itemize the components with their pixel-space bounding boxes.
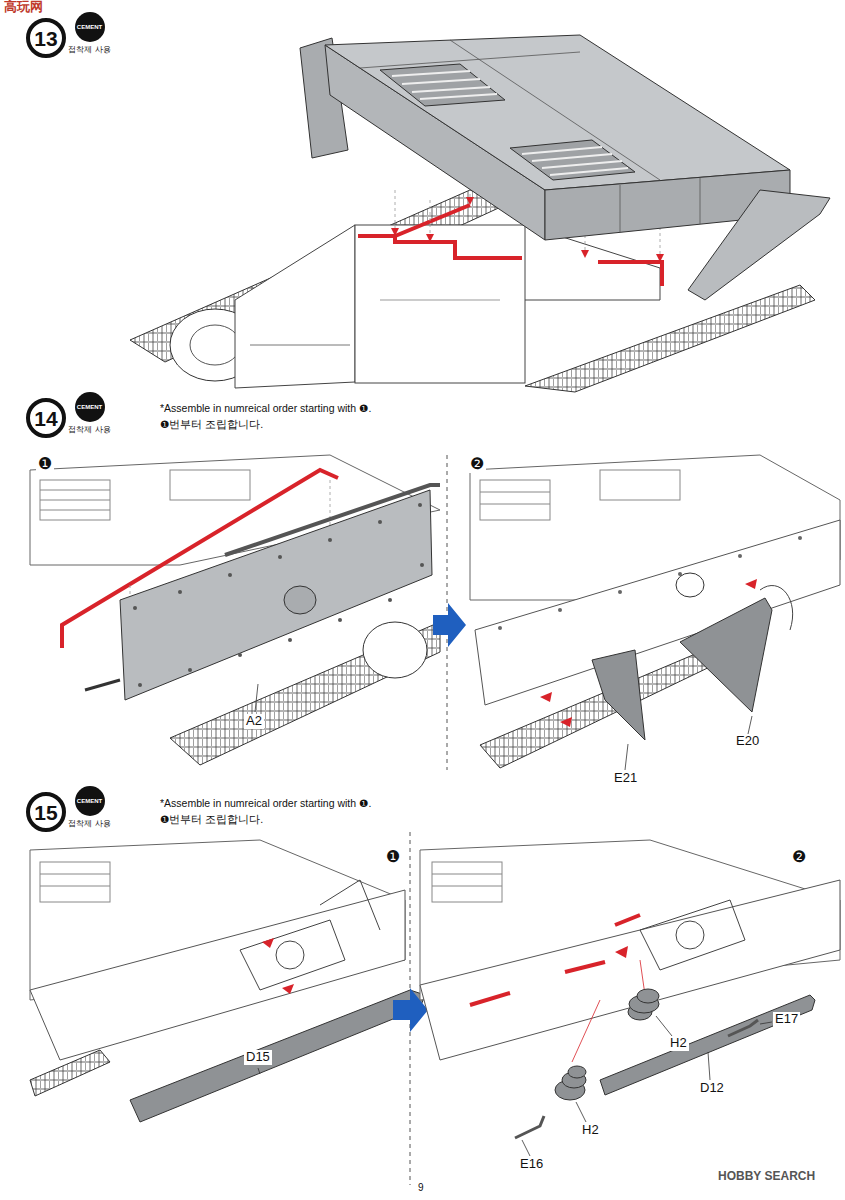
note: ❶번부터 조립합니다.	[160, 418, 263, 430]
part-number: E16	[518, 1157, 545, 1172]
step-number: 14	[26, 398, 66, 438]
step-number: 13	[26, 18, 66, 58]
part-number: D15	[244, 1050, 272, 1065]
note: *Assemble in numreical order starting wi…	[160, 797, 371, 809]
step13-illustration	[130, 35, 830, 392]
step15-illustration	[30, 832, 840, 1185]
part-number: H2	[580, 1123, 601, 1138]
substep-number: ❶	[384, 848, 402, 866]
part-number: H2	[668, 1036, 689, 1051]
substep-number: ❶	[36, 455, 54, 473]
note: *Assemble in numreical order starting wi…	[160, 402, 371, 414]
cement-note: 접착제 사용	[68, 818, 110, 829]
cement-badge: CEMENT 접착제 사용	[66, 392, 113, 435]
cement-label: CEMENT	[75, 12, 105, 42]
substep-number: ❷	[790, 848, 808, 866]
note: ❶번부터 조립합니다.	[160, 813, 263, 825]
step-number-text: 14	[34, 408, 57, 429]
cement-label: CEMENT	[75, 392, 105, 422]
substep-number: ❷	[468, 455, 486, 473]
part-number: A2	[244, 714, 264, 729]
cement-badge: CEMENT 접착제 사용	[66, 786, 113, 829]
part-number: D12	[698, 1081, 726, 1096]
part-number: E20	[734, 734, 761, 749]
part-number: E21	[612, 771, 639, 786]
step-number: 15	[26, 792, 66, 832]
part-number: E17	[773, 1012, 800, 1027]
cement-label: CEMENT	[75, 786, 105, 816]
watermark: 高玩网	[4, 0, 43, 15]
page-number: 9	[418, 1182, 424, 1194]
step14-illustration	[30, 455, 840, 770]
step-number-text: 15	[34, 802, 57, 823]
cement-badge: CEMENT 접착제 사용	[66, 12, 113, 55]
step-number-text: 13	[34, 28, 57, 49]
cement-note: 접착제 사용	[68, 424, 110, 435]
watermark: HOBBY SEARCH	[716, 1170, 817, 1184]
cement-note: 접착제 사용	[68, 44, 110, 55]
